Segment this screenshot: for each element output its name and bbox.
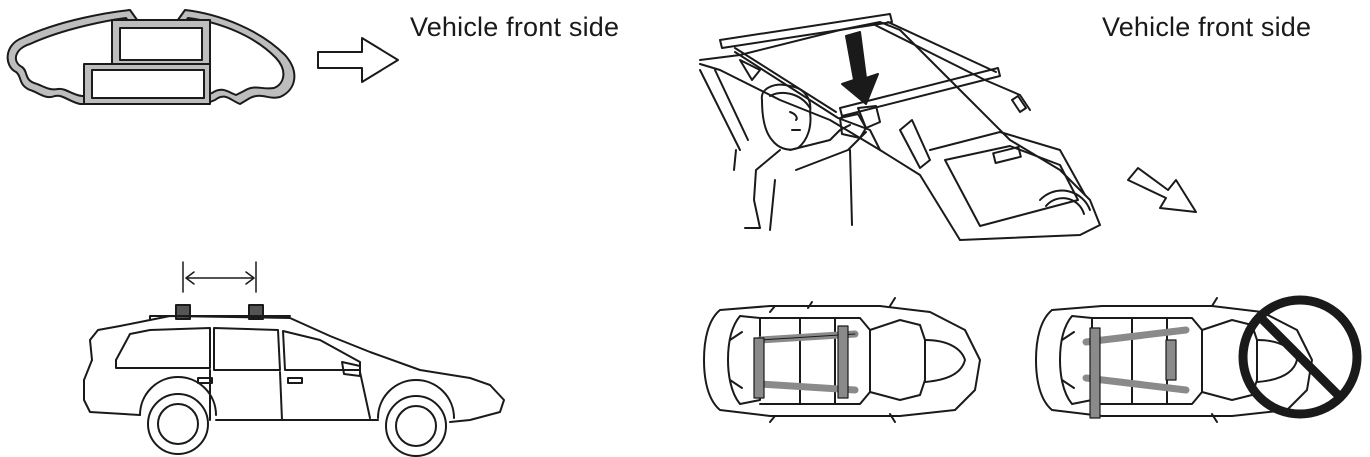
crossbar-profile [6,9,296,105]
side-view-car [83,261,505,457]
diagonal-outline-arrow-icon [1127,167,1197,213]
front-side-caption-left: Vehicle front side [410,12,620,42]
outline-arrow-right-icon [317,37,399,83]
crossbar-installation-illustration [699,13,1101,241]
top-view-car-correct [703,297,981,423]
front-side-caption-right: Vehicle front side [1102,12,1312,42]
person-figure [744,83,867,231]
down-arrow-icon [841,31,879,105]
prohibited-sign-icon [1238,295,1362,419]
top-view-car-incorrect [1035,297,1313,423]
